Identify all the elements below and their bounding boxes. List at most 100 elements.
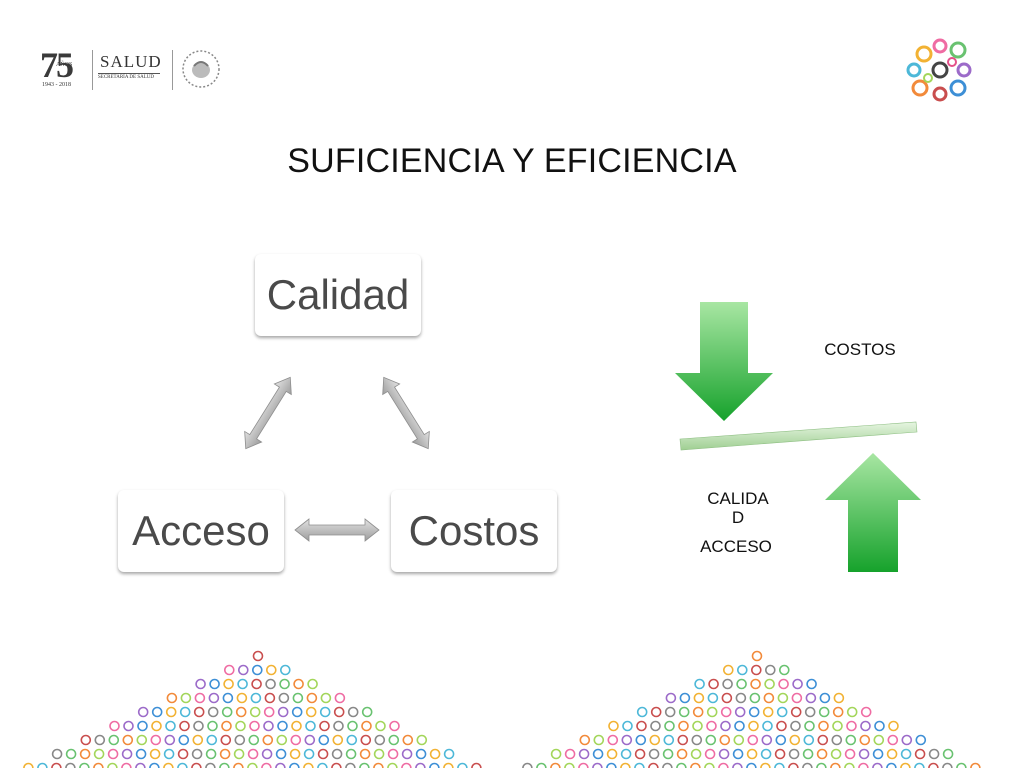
- decorative-ring: [592, 748, 604, 760]
- decorative-ring: [832, 706, 844, 718]
- decorative-ring: [292, 692, 304, 704]
- decorative-ring: [345, 762, 356, 768]
- decorative-ring: [774, 762, 785, 768]
- salud-subtitle: SECRETARÍA DE SALUD: [98, 75, 154, 80]
- decorative-ring: [622, 720, 633, 732]
- decorative-ring: [775, 734, 787, 746]
- decorative-ring: [177, 762, 188, 768]
- decorative-ring: [662, 762, 673, 768]
- up-arrow-icon: [825, 453, 921, 572]
- decorative-ring: [846, 720, 857, 732]
- decorative-ring: [389, 720, 400, 732]
- decorative-ring: [178, 734, 190, 746]
- decorative-ring: [887, 734, 899, 746]
- decorative-ring: [331, 762, 342, 768]
- decorative-ring: [550, 748, 562, 760]
- decorative-ring: [277, 720, 288, 732]
- decorative-ring: [722, 678, 733, 690]
- decorative-ring: [872, 748, 884, 760]
- decorative-ring: [306, 692, 318, 704]
- decorative-ring: [387, 748, 399, 760]
- decorative-ring: [634, 762, 645, 768]
- decorative-ring: [708, 678, 719, 690]
- decorative-ring: [191, 748, 203, 760]
- rings-logo-icon: [906, 38, 972, 102]
- decorative-ring: [720, 720, 731, 732]
- decorative-ring: [788, 748, 800, 760]
- decorative-ring: [858, 748, 870, 760]
- decorative-ring: [137, 706, 149, 718]
- decorative-ring: [564, 762, 575, 768]
- decorative-ring: [760, 748, 772, 760]
- decorative-ring: [886, 748, 898, 760]
- decorative-ring: [692, 706, 704, 718]
- decorative-ring: [750, 678, 761, 690]
- decorative-ring: [289, 748, 301, 760]
- decorative-ring: [360, 734, 372, 746]
- decorative-ring: [802, 762, 813, 768]
- decorative-ring: [833, 692, 845, 704]
- logo-divider: [92, 50, 93, 90]
- decorative-ring: [163, 762, 174, 768]
- decorative-ring: [252, 650, 264, 662]
- decorative-ring: [678, 720, 689, 732]
- decorative-ring: [704, 762, 715, 768]
- decorative-ring: [359, 748, 371, 760]
- decorative-ring: [746, 748, 758, 760]
- decorative-ring: [719, 734, 731, 746]
- decorative-ring: [121, 748, 133, 760]
- decorative-ring: [149, 762, 160, 768]
- decorative-ring: [373, 762, 384, 768]
- decorative-ring: [279, 664, 291, 676]
- decorative-ring: [219, 762, 230, 768]
- decorative-ring: [844, 748, 856, 760]
- decorative-ring: [914, 762, 925, 768]
- decorative-ring: [332, 734, 344, 746]
- decorative-ring: [733, 734, 745, 746]
- decorative-ring: [748, 720, 759, 732]
- decorative-ring: [705, 734, 717, 746]
- decorative-ring: [320, 692, 332, 704]
- node-calidad: Calidad: [255, 254, 421, 336]
- decorative-ring: [620, 748, 632, 760]
- decorative-ring: [818, 706, 830, 718]
- decorative-ring: [942, 762, 953, 768]
- decorative-ring: [235, 706, 247, 718]
- decorative-ring: [676, 762, 687, 768]
- decorative-ring: [263, 706, 275, 718]
- decorative-ring: [790, 720, 801, 732]
- decorative-ring: [333, 706, 345, 718]
- decorative-ring: [209, 678, 220, 690]
- decorative-ring: [237, 678, 248, 690]
- decorative-ring: [664, 706, 676, 718]
- decorative-ring: [746, 762, 757, 768]
- decorative-ring: [915, 734, 927, 746]
- decorative-ring: [690, 748, 702, 760]
- decorative-ring: [236, 692, 248, 704]
- decorative-ring: [804, 706, 816, 718]
- decorative-ring: [305, 706, 317, 718]
- decorative-ring: [317, 748, 329, 760]
- decorative-ring: [317, 762, 328, 768]
- decorative-ring: [690, 762, 701, 768]
- decorative-ring: [251, 664, 263, 676]
- decorative-ring: [205, 762, 216, 768]
- decorative-ring: [79, 748, 91, 760]
- decorative-ring: [718, 748, 730, 760]
- decorative-ring: [606, 762, 617, 768]
- decorative-ring: [457, 762, 468, 768]
- decorative-ring: [636, 720, 647, 732]
- decorative-ring: [804, 720, 815, 732]
- decorative-ring: [123, 720, 134, 732]
- decorative-ring: [805, 692, 817, 704]
- decorative-ring: [307, 678, 318, 690]
- decorative-ring: [860, 720, 871, 732]
- decorative-ring: [636, 706, 648, 718]
- decorative-ring: [289, 762, 300, 768]
- decorative-ring: [251, 678, 262, 690]
- decorative-ring: [278, 692, 290, 704]
- decorative-ring: [121, 762, 132, 768]
- decorative-ring: [802, 748, 814, 760]
- decorative-ring: [776, 706, 788, 718]
